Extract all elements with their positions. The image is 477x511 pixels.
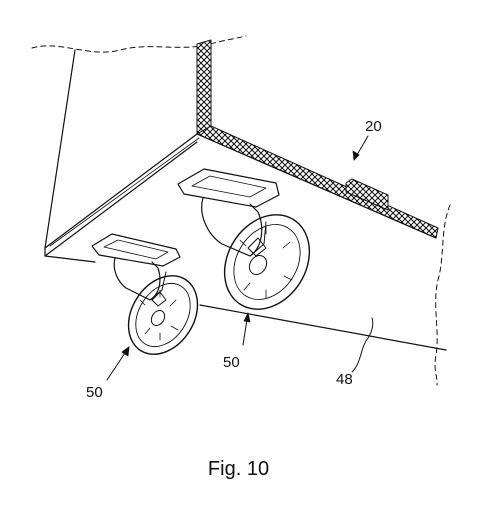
large-mount-plate-inner [191, 175, 267, 198]
leader-arrowhead-50-left [121, 346, 130, 357]
ref-label-48: 48 [336, 371, 353, 388]
top-break-line [31, 35, 247, 53]
patent-drawing: 20 50 50 48 [31, 35, 451, 401]
large-caster-wheel [223, 214, 311, 310]
ref-label-50-left: 50 [86, 384, 103, 401]
figure-caption: Fig. 10 [207, 458, 270, 480]
frame-block [345, 178, 389, 211]
large-caster-fork [201, 197, 263, 257]
hatched-frame-band [196, 125, 439, 239]
base-plate-top [44, 133, 437, 249]
base-plate-underside [44, 255, 96, 263]
large-mount-plate [177, 168, 280, 208]
base-plate-front-edge [44, 141, 198, 257]
leader-arrowhead-20 [352, 150, 360, 161]
leader-line-48 [351, 317, 374, 373]
hatched-corner-band [196, 39, 212, 135]
ref-label-50-right: 50 [223, 354, 240, 371]
leader-arrowhead-50-right [243, 312, 251, 323]
wall-bottom-edge [199, 304, 447, 351]
small-caster-axle [151, 291, 167, 307]
left-edge [44, 49, 76, 249]
small-mount-plate [91, 233, 181, 267]
right-break-line [434, 204, 451, 386]
large-caster-fork-side [249, 221, 267, 257]
small-mount-plate-inner [103, 239, 169, 260]
ref-label-20: 20 [365, 118, 382, 135]
base-plate-inner-line [49, 137, 200, 247]
large-caster-axle [247, 237, 267, 257]
small-caster-fork-side [149, 271, 167, 301]
small-caster-wheel [127, 275, 199, 355]
